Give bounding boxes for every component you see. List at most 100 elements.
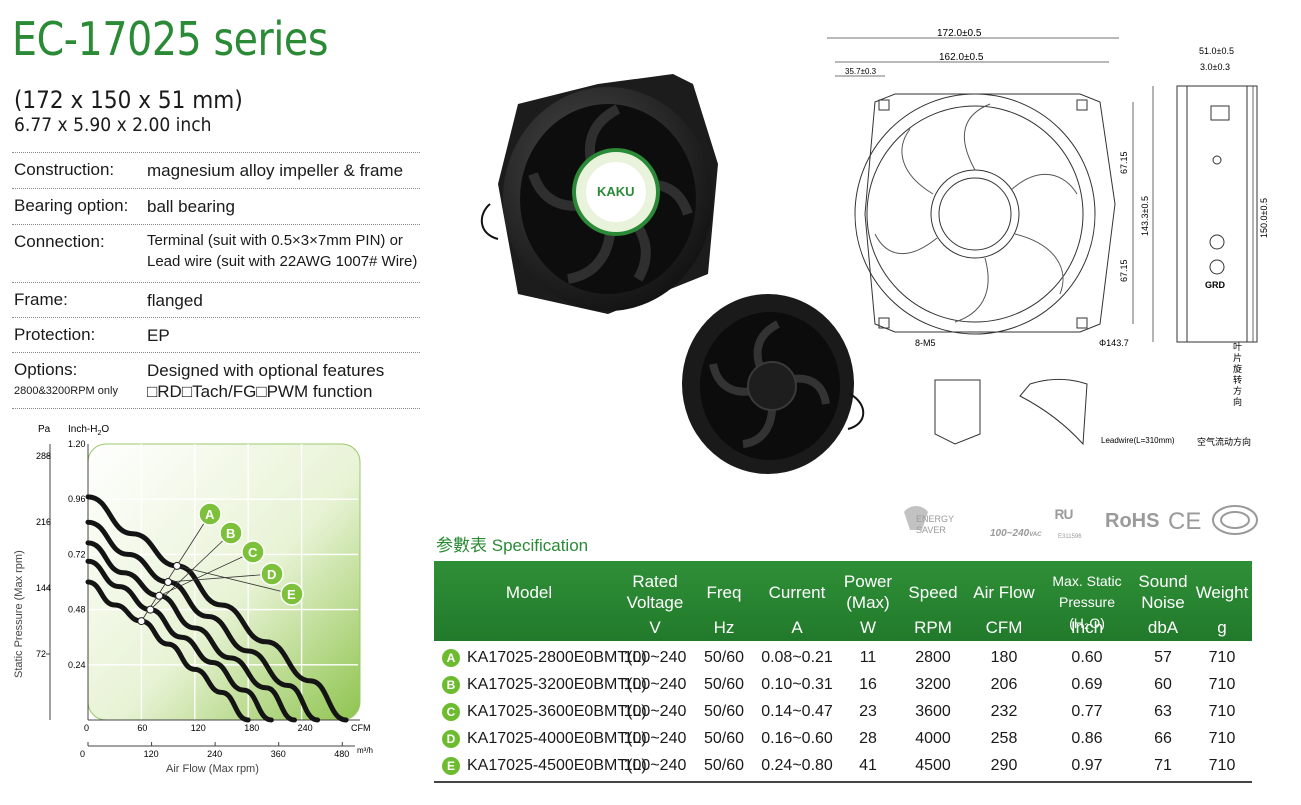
dim-143: 143.3±0.5: [1140, 196, 1150, 236]
operating-point-marker: [173, 561, 181, 570]
tick-label-m3h: 480: [334, 749, 349, 759]
chart-plot-area: [87, 443, 361, 721]
hole-spec: 8-M5: [915, 338, 936, 348]
table-header-title: Weight: [1195, 583, 1249, 602]
spec-value-line: □RD□Tach/FG□PWM function: [147, 382, 373, 401]
svg-text:100~240VAC: 100~240VAC: [990, 528, 1042, 539]
table-cell-model: KA17025-3200E0BMT(L): [467, 676, 647, 693]
series-line-c: [85, 540, 297, 723]
table-cell-freq: 50/60: [703, 676, 745, 693]
table-cell-noise: 66: [1154, 730, 1172, 747]
table-cell-freq: 50/60: [703, 730, 745, 747]
dim-51: 51.0±0.5: [1199, 46, 1234, 56]
series-line-e: [85, 494, 349, 723]
table-cell-speed: 4000: [915, 730, 951, 747]
table-header-unit: CFM: [985, 618, 1023, 637]
table-cell-power: 41: [859, 757, 877, 774]
ccc-logo: [1212, 505, 1258, 535]
leader-line: [168, 573, 273, 583]
table-cell-flow: 290: [990, 757, 1018, 774]
series-badge: [260, 562, 284, 586]
row-badge: B: [442, 676, 460, 694]
spec-list-end-divider: [12, 408, 420, 409]
table-cell-noise: 60: [1154, 676, 1172, 693]
table-header-unit: g: [1217, 618, 1227, 637]
tick-label-pa: 72: [36, 649, 46, 659]
series-badge: [198, 502, 222, 526]
series-line-a: [85, 579, 251, 723]
table-cell-weight: 710: [1208, 730, 1236, 747]
spec-row-options: Options: 2800&3200RPM only Designed with…: [12, 352, 420, 408]
table-cell-current: 0.16~0.60: [761, 730, 833, 747]
tick-label-cfm: 60: [137, 723, 147, 733]
table-bottom-border: [434, 781, 1252, 783]
energy-saver-logo: ENERGY SAVER: [904, 506, 954, 535]
spec-row-construction: Construction: magnesium alloy impeller &…: [12, 152, 420, 188]
rohs-logo: RoHS: [1105, 510, 1159, 532]
row-badge: E: [442, 757, 460, 775]
operating-point-marker: [155, 591, 164, 600]
tick-label-inch: 0.96: [68, 494, 86, 504]
table-cell-model: KA17025-3600E0BMT(L): [467, 703, 647, 720]
series-badge: [280, 582, 304, 606]
table-header-power: Power(Max)W: [838, 561, 898, 641]
table-cell-pressure: 0.97: [1071, 757, 1103, 774]
table-cell-flow: 258: [990, 730, 1018, 747]
tick-label-inch: 0.72: [68, 549, 86, 559]
spec-value: Terminal (suit with 0.5×3×7mm PIN) or Le…: [147, 230, 417, 272]
series-badge: [219, 521, 243, 545]
series-badge-letter: E: [287, 587, 296, 602]
grd-label: GRD: [1205, 280, 1226, 290]
row-badge: D: [442, 730, 460, 748]
tick-label-inch: 1.20: [68, 439, 86, 449]
table-cell-current: 0.08~0.21: [761, 649, 833, 666]
table-cell-weight: 710: [1208, 649, 1236, 666]
table-cell-pressure: 0.60: [1071, 649, 1103, 666]
spec-label: Construction:: [14, 160, 115, 179]
spec-value: ball bearing: [147, 197, 235, 216]
series-badge-letter: C: [248, 545, 258, 560]
table-cell-speed: 4500: [915, 757, 951, 774]
leader-line: [176, 565, 293, 595]
table-cell-power: 11: [859, 649, 877, 666]
y2-unit-label: Inch-H2O: [68, 424, 109, 437]
series-line-b: [85, 558, 274, 723]
svg-text:向: 向: [1233, 396, 1242, 407]
chart-xlabel: Air Flow (Max rpm): [166, 763, 259, 775]
table-cell-model: KA17025-2800E0BMT(L): [467, 649, 647, 666]
table-cell-voltage: 100~240: [623, 676, 687, 693]
series-badge-letter: B: [226, 526, 235, 541]
table-cell-speed: 3600: [915, 703, 951, 720]
spec-value: Designed with optional features □RD□Tach…: [147, 360, 384, 402]
table-header-title: Current: [768, 583, 826, 602]
table-cell-current: 0.10~0.31: [761, 676, 833, 693]
operating-point-marker: [137, 617, 146, 626]
table-cell-model: KA17025-4000E0BMT(L): [467, 730, 647, 747]
table-cell-voltage: 100~240: [623, 757, 687, 774]
svg-text:转: 转: [1233, 374, 1242, 385]
operating-point-marker: [146, 605, 155, 614]
table-cell-freq: 50/60: [703, 649, 745, 666]
table-cell-weight: 710: [1208, 757, 1236, 774]
leader-line: [150, 532, 232, 610]
table-cell-power: 16: [859, 676, 877, 693]
spec-value: magnesium alloy impeller & frame: [147, 161, 404, 180]
table-cell-pressure: 0.77: [1071, 703, 1103, 720]
table-header-title: Model: [505, 583, 553, 602]
table-header-unit: dbA: [1147, 618, 1179, 637]
dim-150: 150.0±0.5: [1259, 198, 1269, 238]
tick-label-cfm: 180: [244, 723, 259, 733]
table-cell-model: KA17025-4500E0BMT(L): [467, 757, 647, 774]
table-cell-flow: 180: [990, 649, 1018, 666]
photo-brand-label: KAKU: [597, 184, 635, 199]
spec-row-frame: Frame: flanged: [12, 282, 420, 317]
